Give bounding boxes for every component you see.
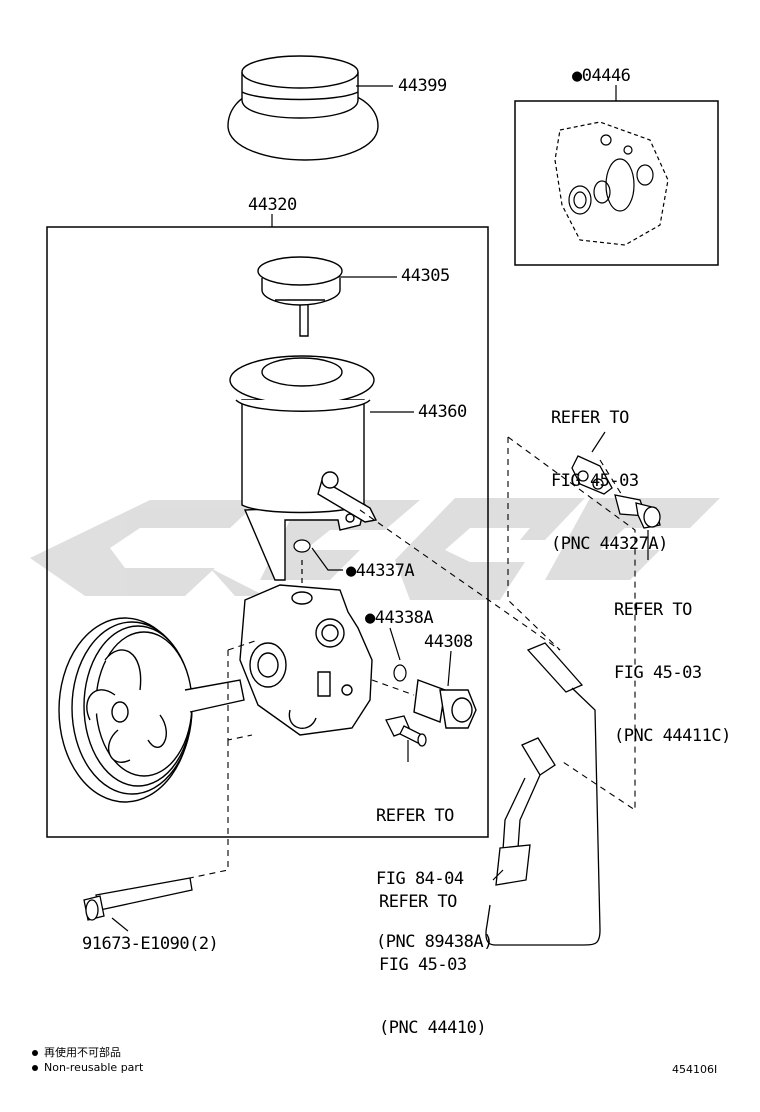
leader-44337a	[311, 547, 343, 571]
oring-44338a-part	[393, 664, 407, 682]
oring-44337a-part	[293, 539, 311, 553]
part-label-44338a: ●44338A	[365, 608, 434, 628]
ref-line: (PNC 89438A)	[376, 932, 493, 952]
ref-line: FIG 45-03	[614, 663, 702, 683]
bullet-icon	[32, 1050, 38, 1056]
legend-jp-text: 再使用不可部品	[44, 1046, 121, 1059]
part-label-44399: 44399	[398, 76, 447, 96]
mounting-bolt-part	[83, 877, 193, 921]
ref-line: (PNC 44410)	[379, 1018, 487, 1038]
legend-en: Non-reusable part	[32, 1061, 143, 1074]
part-label-04446: ●04446	[572, 66, 631, 86]
part-label-44360: 44360	[418, 402, 467, 422]
part-label-91673: 91673-E1090(2)	[82, 934, 219, 954]
part-label-44337a: ●44337A	[346, 561, 415, 581]
leader-hose	[492, 869, 504, 881]
gasket-kit-part	[554, 121, 669, 246]
hose-bracket-part	[571, 455, 613, 495]
part-label-44308: 44308	[424, 632, 473, 652]
ref-line: FIG 45-03	[551, 471, 639, 491]
legend-jp: 再使用不可部品	[32, 1044, 121, 1060]
pump-body-part	[239, 584, 373, 736]
ref-line: (PNC 44411C)	[614, 726, 731, 746]
leader-44308	[447, 650, 452, 687]
part-label-44320: 44320	[248, 195, 297, 215]
legend-en-text: Non-reusable part	[44, 1061, 144, 1074]
ref-note-bracket: REFER TO FIG 45-03 (PNC 44327A)	[551, 366, 668, 576]
guide-lines	[189, 436, 636, 879]
union-bolt-part	[614, 494, 661, 529]
ref-line: REFER TO	[614, 600, 692, 620]
kit-box	[514, 100, 719, 266]
leader-bracket	[591, 431, 606, 453]
leader-44338a	[389, 627, 401, 661]
pressure-sensor-part	[385, 715, 427, 747]
pressure-hose-part	[485, 642, 601, 946]
leader-bolt	[111, 917, 129, 932]
ref-line: FIG 45-03	[379, 955, 467, 975]
ref-line: REFER TO	[551, 408, 629, 428]
flow-control-valve-part	[413, 679, 477, 729]
figure-number: 454106I	[672, 1063, 718, 1076]
part-label-44305: 44305	[401, 266, 450, 286]
ref-line: REFER TO	[379, 892, 457, 912]
reservoir-tank-part	[229, 355, 378, 581]
ref-line: FIG 84-04	[376, 869, 464, 889]
assembly-box	[46, 226, 489, 838]
pulley-part	[58, 617, 245, 803]
reservoir-cap-part	[257, 256, 343, 337]
ref-line: (PNC 44327A)	[551, 534, 668, 554]
ref-note-union: REFER TO FIG 45-03 (PNC 44411C)	[614, 558, 731, 768]
bullet-icon	[32, 1065, 38, 1071]
ref-note-hose: REFER TO FIG 45-03 (PNC 44410)	[379, 850, 487, 1060]
ref-note-sensor: REFER TO FIG 84-04 (PNC 89438A)	[376, 764, 493, 974]
ref-line: REFER TO	[376, 806, 454, 826]
reservoir-cover-part	[227, 55, 379, 161]
